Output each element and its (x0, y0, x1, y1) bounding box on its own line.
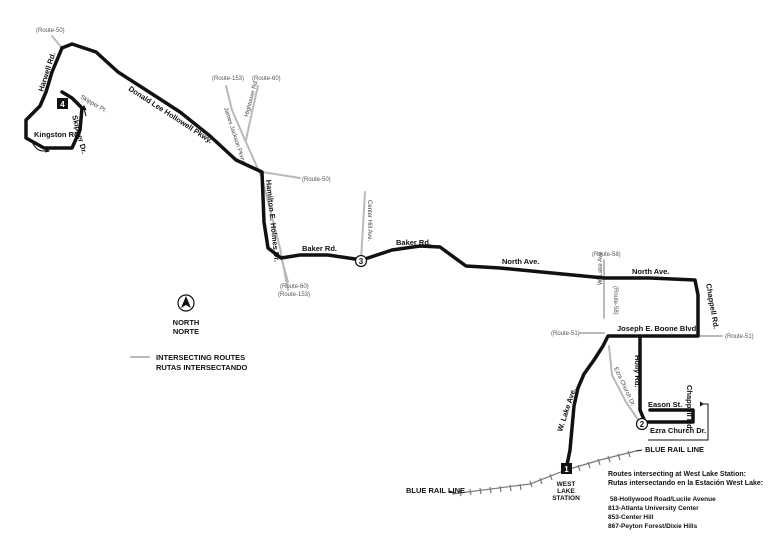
route-label-51-right: (Route-51) (725, 334, 754, 340)
route-60-top-line (245, 85, 259, 141)
timepoint-2: 2 (635, 417, 649, 431)
direction-arrows (31, 104, 709, 441)
north-label-es: NORTE (173, 327, 199, 336)
svg-text:3: 3 (359, 257, 364, 266)
info-item: 58-Hollywood Road/Lucile Avenue (610, 496, 716, 503)
north-label-en: NORTH (173, 318, 200, 327)
street-eason: Eason St. (648, 400, 682, 409)
route-50-top-line (51, 35, 63, 49)
route-main-path (60, 42, 700, 472)
legend-label-en: INTERSECTING ROUTES (156, 353, 245, 362)
info-item: 813-Atlanta University Center (608, 505, 699, 512)
street-chappell-2: Chappell Rd. (685, 385, 694, 431)
route-label-153-bottom: (Route-153) (278, 292, 310, 298)
street-joseph-boone: Joseph E. Boone Blvd. (617, 324, 698, 333)
station-line1: WEST (557, 481, 576, 488)
street-holly: Holly Rd. (633, 355, 642, 388)
route-50-mid-line (261, 171, 301, 179)
route-153-line (225, 85, 289, 291)
street-chappell-1: Chappell Rd. (704, 283, 721, 330)
street-hollowell: Donald Lee Hollowell Pkwy. (127, 84, 214, 145)
info-item: 867-Peyton Forest/Dixie Hills (608, 523, 698, 530)
route-label-50-top: (Route-50) (36, 28, 65, 34)
route-label-153-top: (Route-153) (212, 76, 244, 82)
intersecting-route-lines (51, 35, 723, 425)
loop-holly (638, 334, 695, 424)
street-north-ave-2: North Ave. (632, 267, 669, 276)
route-label-58-side: (Route-58) (612, 286, 618, 315)
street-hamilton-holmes: Hamilton E. Holmes Dr. (264, 179, 282, 262)
street-ezra-church: Ezra Church Dr. (650, 426, 706, 435)
info-title-en: Routes intersecting at West Lake Station… (608, 471, 746, 478)
north-arrow-icon (177, 294, 195, 312)
ezra-church-line (608, 345, 642, 425)
legend-label-es: RUTAS INTERSECTANDO (156, 363, 248, 372)
street-north-ave-1: North Ave. (502, 257, 539, 266)
route-label-51-left: (Route-51) (551, 331, 580, 337)
center-hill-line (360, 191, 366, 261)
street-center-hill: Center Hill Ave. (366, 200, 372, 242)
info-item: 853-Center Hill (608, 514, 654, 521)
svg-text:2: 2 (640, 420, 645, 429)
rail-label-right: BLUE RAIL LINE (645, 445, 704, 454)
street-w-lake-small: W. Lake Ave (598, 251, 604, 285)
timepoint-3: 3 (354, 254, 368, 268)
route-label-50-mid: (Route-50) (302, 177, 331, 183)
arrow-eason-icon (648, 403, 709, 441)
street-ezra-church-diag: Ezra Church Dr. (612, 366, 636, 408)
station-number: 1 (564, 465, 569, 474)
station-marker: 1 (561, 463, 572, 474)
route-label-58-top: (Route-58) (592, 252, 621, 258)
route-label-60-top: (Route-60) (252, 76, 281, 82)
route-60-bottom-line (281, 259, 289, 283)
timepoint-4: 4 (57, 98, 68, 109)
street-baker-2: Baker Rd. (396, 238, 431, 247)
station-line2: LAKE (557, 488, 575, 495)
loop-west (24, 46, 84, 150)
street-kingston: Kingston Rd. (34, 130, 81, 139)
info-title-es: Rutas intersectando en la Estación West … (608, 480, 763, 487)
svg-text:4: 4 (60, 100, 65, 109)
station-line3: STATION (552, 495, 580, 502)
street-baker-1: Baker Rd. (302, 244, 337, 253)
main-route-lines (24, 42, 700, 472)
rail-label-left: BLUE RAIL LINE (406, 486, 465, 495)
route-label-60-bottom: (Route-60) (280, 284, 309, 290)
